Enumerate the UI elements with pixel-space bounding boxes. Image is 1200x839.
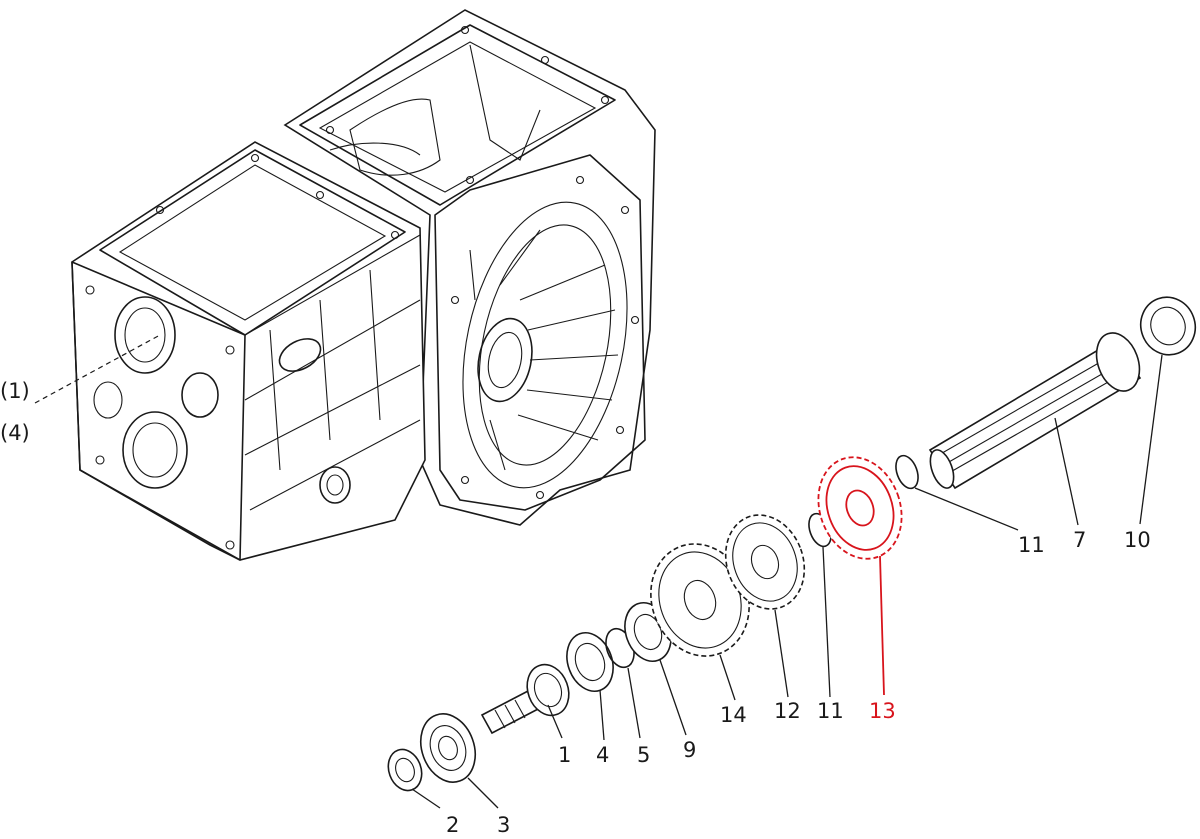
callout-4: 4 <box>596 743 609 767</box>
callout-1-case: (1) <box>0 379 30 403</box>
callout-3: 3 <box>497 813 510 837</box>
callout-labels: (1) (4) 1 2 3 4 5 9 14 12 11 13 11 7 10 <box>0 379 1151 837</box>
callout-13-highlighted: 13 <box>869 699 896 723</box>
callout-14: 14 <box>720 703 747 727</box>
part-1-input-shaft <box>480 663 570 735</box>
part-7-splined-shaft <box>928 332 1142 490</box>
callout-10: 10 <box>1124 528 1151 552</box>
part-10-ball-bearing <box>1139 296 1197 356</box>
callout-1: 1 <box>558 743 571 767</box>
callout-4-case: (4) <box>0 421 30 445</box>
part-12-gear <box>724 514 806 610</box>
part-2-oil-seal <box>387 748 423 792</box>
callout-2: 2 <box>446 813 459 837</box>
callout-11-rear: 11 <box>1018 533 1045 557</box>
callout-11-front: 11 <box>817 699 844 723</box>
leader-lines <box>34 334 1163 809</box>
transmission-case <box>71 9 656 561</box>
callout-7: 7 <box>1073 528 1086 552</box>
part-13-gear-highlighted <box>817 456 903 560</box>
part-11-snap-ring-rear <box>895 454 919 490</box>
callout-5: 5 <box>637 743 650 767</box>
callout-9: 9 <box>683 738 696 762</box>
part-3-ball-bearing <box>419 713 477 783</box>
callout-12: 12 <box>774 699 801 723</box>
